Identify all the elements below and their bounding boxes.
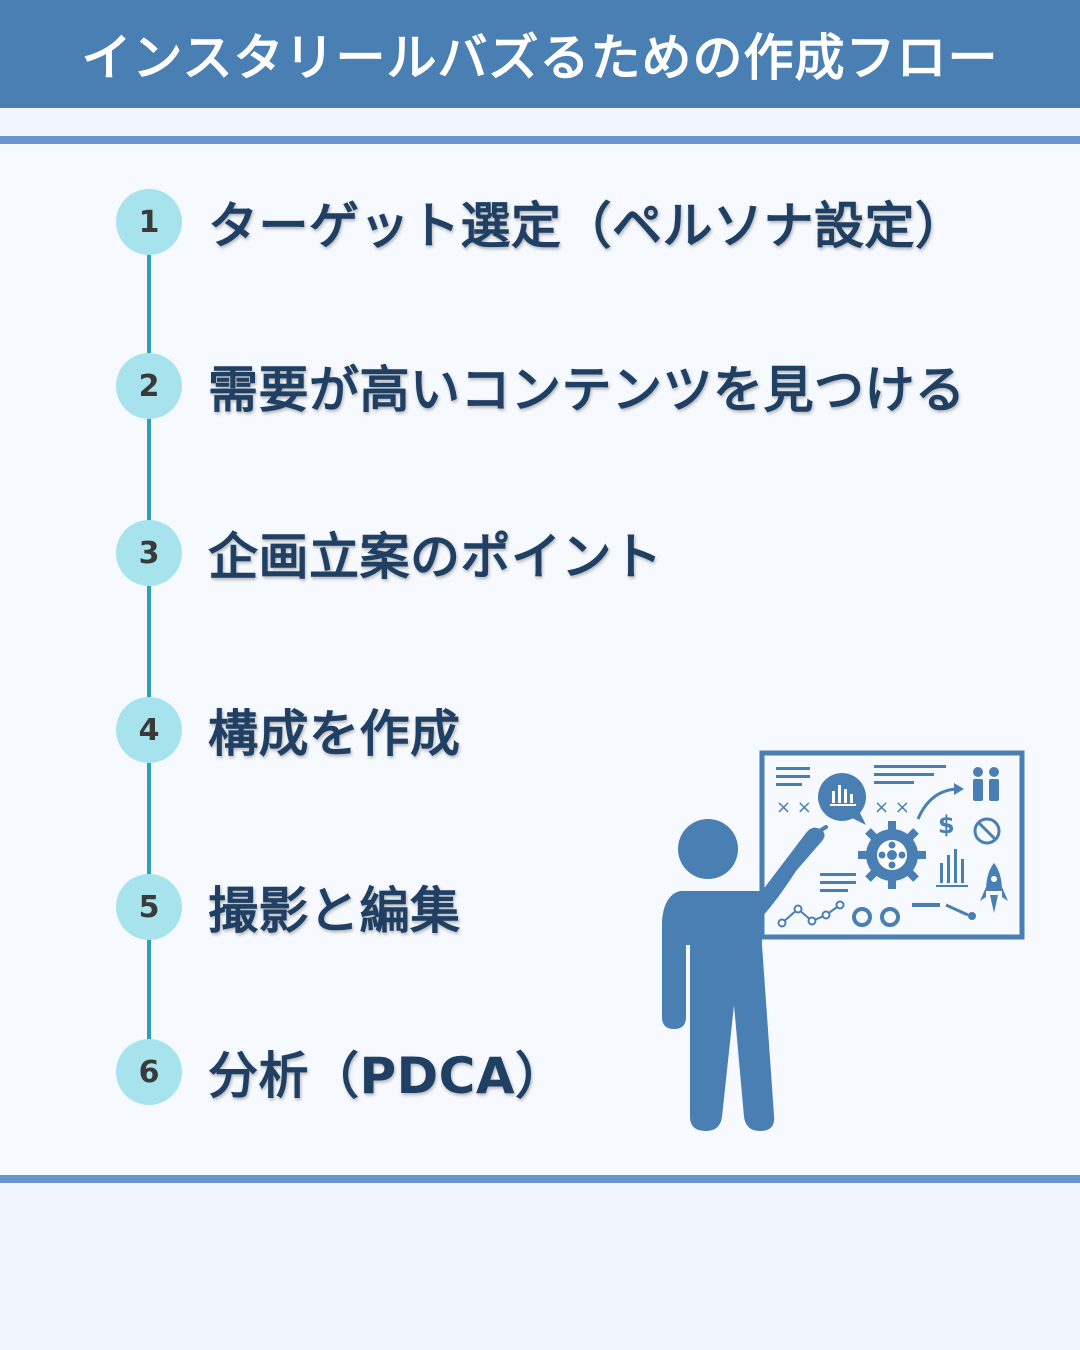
step-6: 6 分析（PDCA） bbox=[116, 1039, 566, 1105]
step-label: 企画立案のポイント bbox=[208, 528, 663, 586]
step-2: 2 需要が高いコンテンツを見つける bbox=[116, 353, 966, 419]
step-number-badge: 1 bbox=[116, 189, 182, 255]
step-label: ターゲット選定（ペルソナ設定） bbox=[208, 197, 966, 255]
step-number-badge: 4 bbox=[116, 697, 182, 763]
step-number-badge: 5 bbox=[116, 874, 182, 940]
bottom-divider bbox=[0, 1175, 1080, 1183]
header-bar: インスタリールバズるための作成フロー bbox=[0, 0, 1080, 108]
step-label: 撮影と編集 bbox=[208, 882, 461, 940]
presenter-whiteboard-icon: × × × × $ bbox=[650, 745, 1040, 1135]
top-divider bbox=[0, 136, 1080, 144]
step-number-badge: 3 bbox=[116, 520, 182, 586]
svg-text:× ×: × × bbox=[874, 797, 910, 818]
step-number-badge: 6 bbox=[116, 1039, 182, 1105]
page-title: インスタリールバズるための作成フロー bbox=[81, 29, 999, 87]
content-panel bbox=[0, 144, 1080, 1175]
step-3: 3 企画立案のポイント bbox=[116, 520, 663, 586]
step-label: 需要が高いコンテンツを見つける bbox=[208, 361, 966, 419]
step-5: 5 撮影と編集 bbox=[116, 874, 461, 940]
step-4: 4 構成を作成 bbox=[116, 697, 461, 763]
step-label: 構成を作成 bbox=[208, 705, 461, 763]
svg-text:× ×: × × bbox=[776, 797, 812, 818]
svg-text:$: $ bbox=[938, 811, 955, 839]
step-1: 1 ターゲット選定（ペルソナ設定） bbox=[116, 189, 966, 255]
step-number-badge: 2 bbox=[116, 353, 182, 419]
timeline-line bbox=[147, 222, 151, 1072]
step-label: 分析（PDCA） bbox=[208, 1047, 566, 1105]
